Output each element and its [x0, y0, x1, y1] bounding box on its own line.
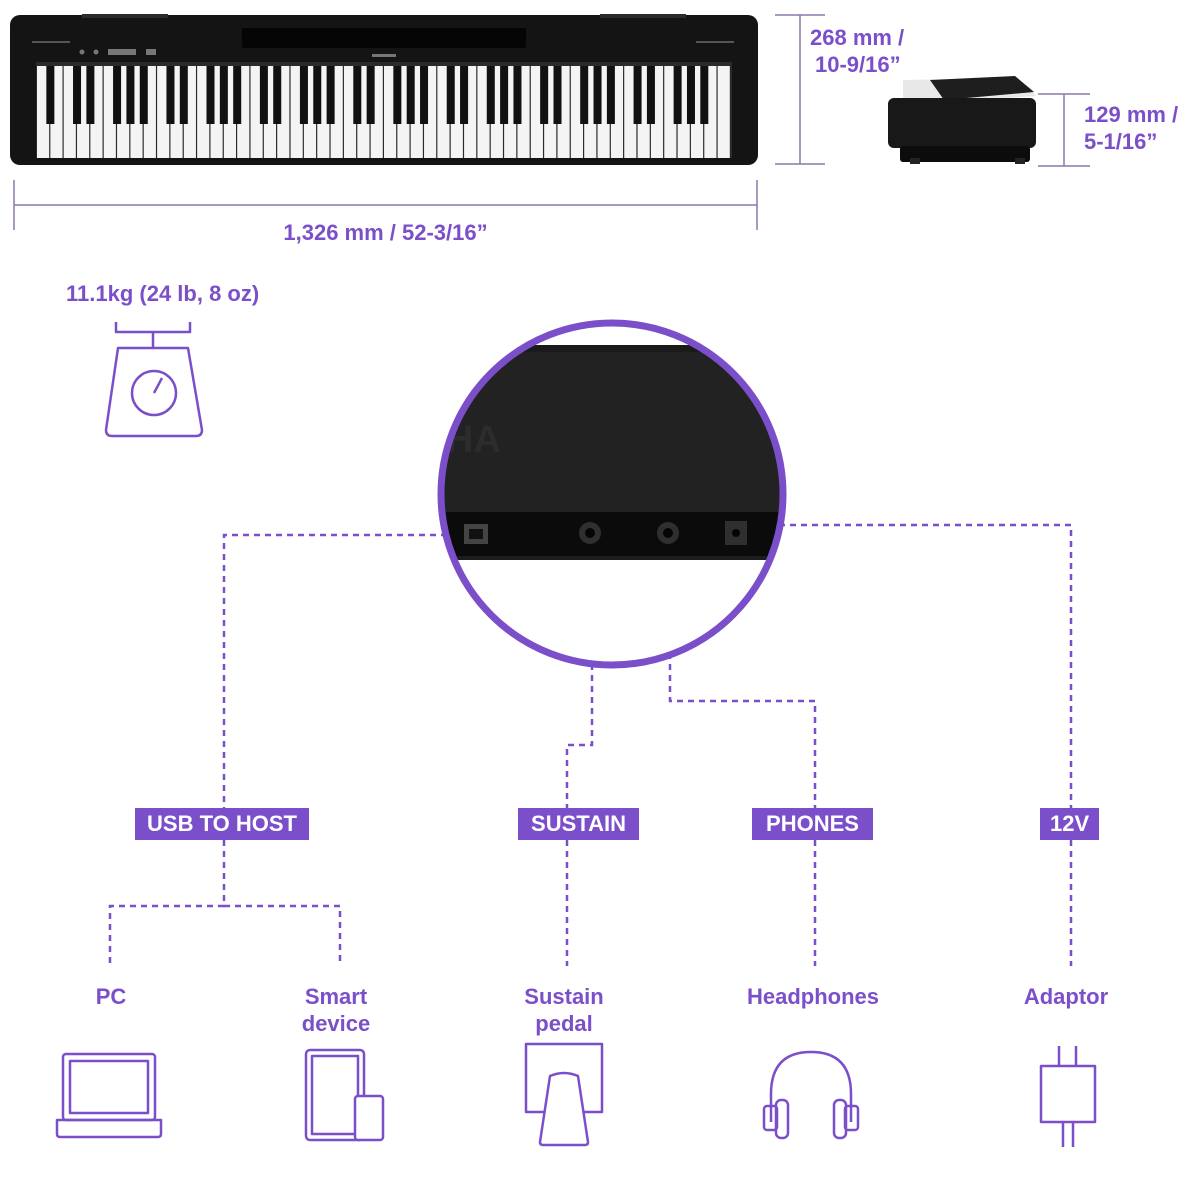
- depth-in: 5-1/16”: [1084, 129, 1158, 154]
- black-key: [593, 66, 602, 124]
- width-dimension: 1,326 mm / 52-3/16”: [283, 220, 488, 245]
- black-key: [233, 66, 242, 124]
- black-key: [219, 66, 228, 124]
- tablet-phone-icon: [304, 1048, 385, 1142]
- black-key: [259, 66, 268, 124]
- port-sustain-badge: SUSTAIN: [518, 808, 639, 840]
- black-key: [126, 66, 135, 124]
- black-key: [206, 66, 215, 124]
- height-dimension: 268 mm / 10-9/16”: [810, 24, 904, 78]
- white-key: [197, 66, 210, 158]
- plug-icon: [1039, 1046, 1097, 1147]
- black-key: [366, 66, 375, 124]
- white-key: [477, 66, 490, 158]
- black-key: [486, 66, 495, 124]
- white-key: [103, 66, 116, 158]
- port-phones-badge: PHONES: [752, 808, 873, 840]
- white-key: [384, 66, 397, 158]
- white-key: [664, 66, 677, 158]
- laptop-icon: [55, 1052, 163, 1139]
- black-key: [406, 66, 415, 124]
- white-key: [437, 66, 450, 158]
- black-key: [393, 66, 402, 124]
- black-key: [113, 66, 122, 124]
- height-mm: 268 mm /: [810, 25, 905, 50]
- black-key: [86, 66, 95, 124]
- black-key: [273, 66, 282, 124]
- white-key: [290, 66, 303, 158]
- black-key: [646, 66, 655, 124]
- black-key: [686, 66, 695, 124]
- white-key: [530, 66, 543, 158]
- black-key: [553, 66, 562, 124]
- black-key: [139, 66, 148, 124]
- device-pc-label: PC: [95, 984, 127, 1009]
- black-key: [179, 66, 188, 124]
- port-usb-badge: USB TO HOST: [135, 808, 309, 840]
- white-key: [343, 66, 357, 158]
- black-key: [299, 66, 308, 124]
- piano-side-view: [888, 76, 1036, 164]
- pedal-icon: [524, 1042, 604, 1147]
- white-key: [570, 66, 583, 158]
- depth-dimension: 129 mm / 5-1/16”: [1084, 101, 1178, 155]
- white-key: [717, 66, 730, 158]
- port-12v-badge: 12V: [1040, 808, 1099, 840]
- headphones-icon: [762, 1050, 860, 1140]
- black-key: [353, 66, 362, 124]
- piano-top-view: [10, 14, 758, 165]
- white-key: [37, 66, 50, 158]
- scale-icon: [104, 322, 204, 438]
- black-key: [73, 66, 82, 124]
- black-key: [166, 66, 175, 124]
- black-key: [540, 66, 549, 124]
- black-key: [446, 66, 455, 124]
- white-key: [250, 66, 263, 158]
- black-key: [326, 66, 335, 124]
- white-key: [157, 66, 170, 158]
- black-key: [313, 66, 322, 124]
- black-key: [673, 66, 682, 124]
- white-key: [63, 66, 76, 158]
- device-pedal-label: Sustain pedal: [524, 984, 604, 1036]
- black-key: [46, 66, 55, 124]
- black-key: [633, 66, 642, 124]
- black-key: [700, 66, 709, 124]
- dimension-lines: [13, 14, 1090, 230]
- device-smart-label: Smart device: [301, 984, 371, 1036]
- device-adaptor-label: Adaptor: [1023, 984, 1109, 1009]
- black-key: [500, 66, 509, 124]
- black-key: [420, 66, 429, 124]
- black-key: [460, 66, 469, 124]
- device-headphones-label: Headphones: [746, 984, 880, 1009]
- black-key: [580, 66, 589, 124]
- depth-mm: 129 mm /: [1084, 102, 1179, 127]
- black-key: [513, 66, 522, 124]
- white-key: [624, 66, 637, 158]
- height-in: 10-9/16”: [815, 52, 901, 77]
- weight-label: 11.1kg (24 lb, 8 oz): [66, 281, 260, 306]
- black-key: [606, 66, 615, 124]
- zoom-circle: [437, 319, 787, 669]
- rear-panel-zoom: HA: [441, 323, 783, 665]
